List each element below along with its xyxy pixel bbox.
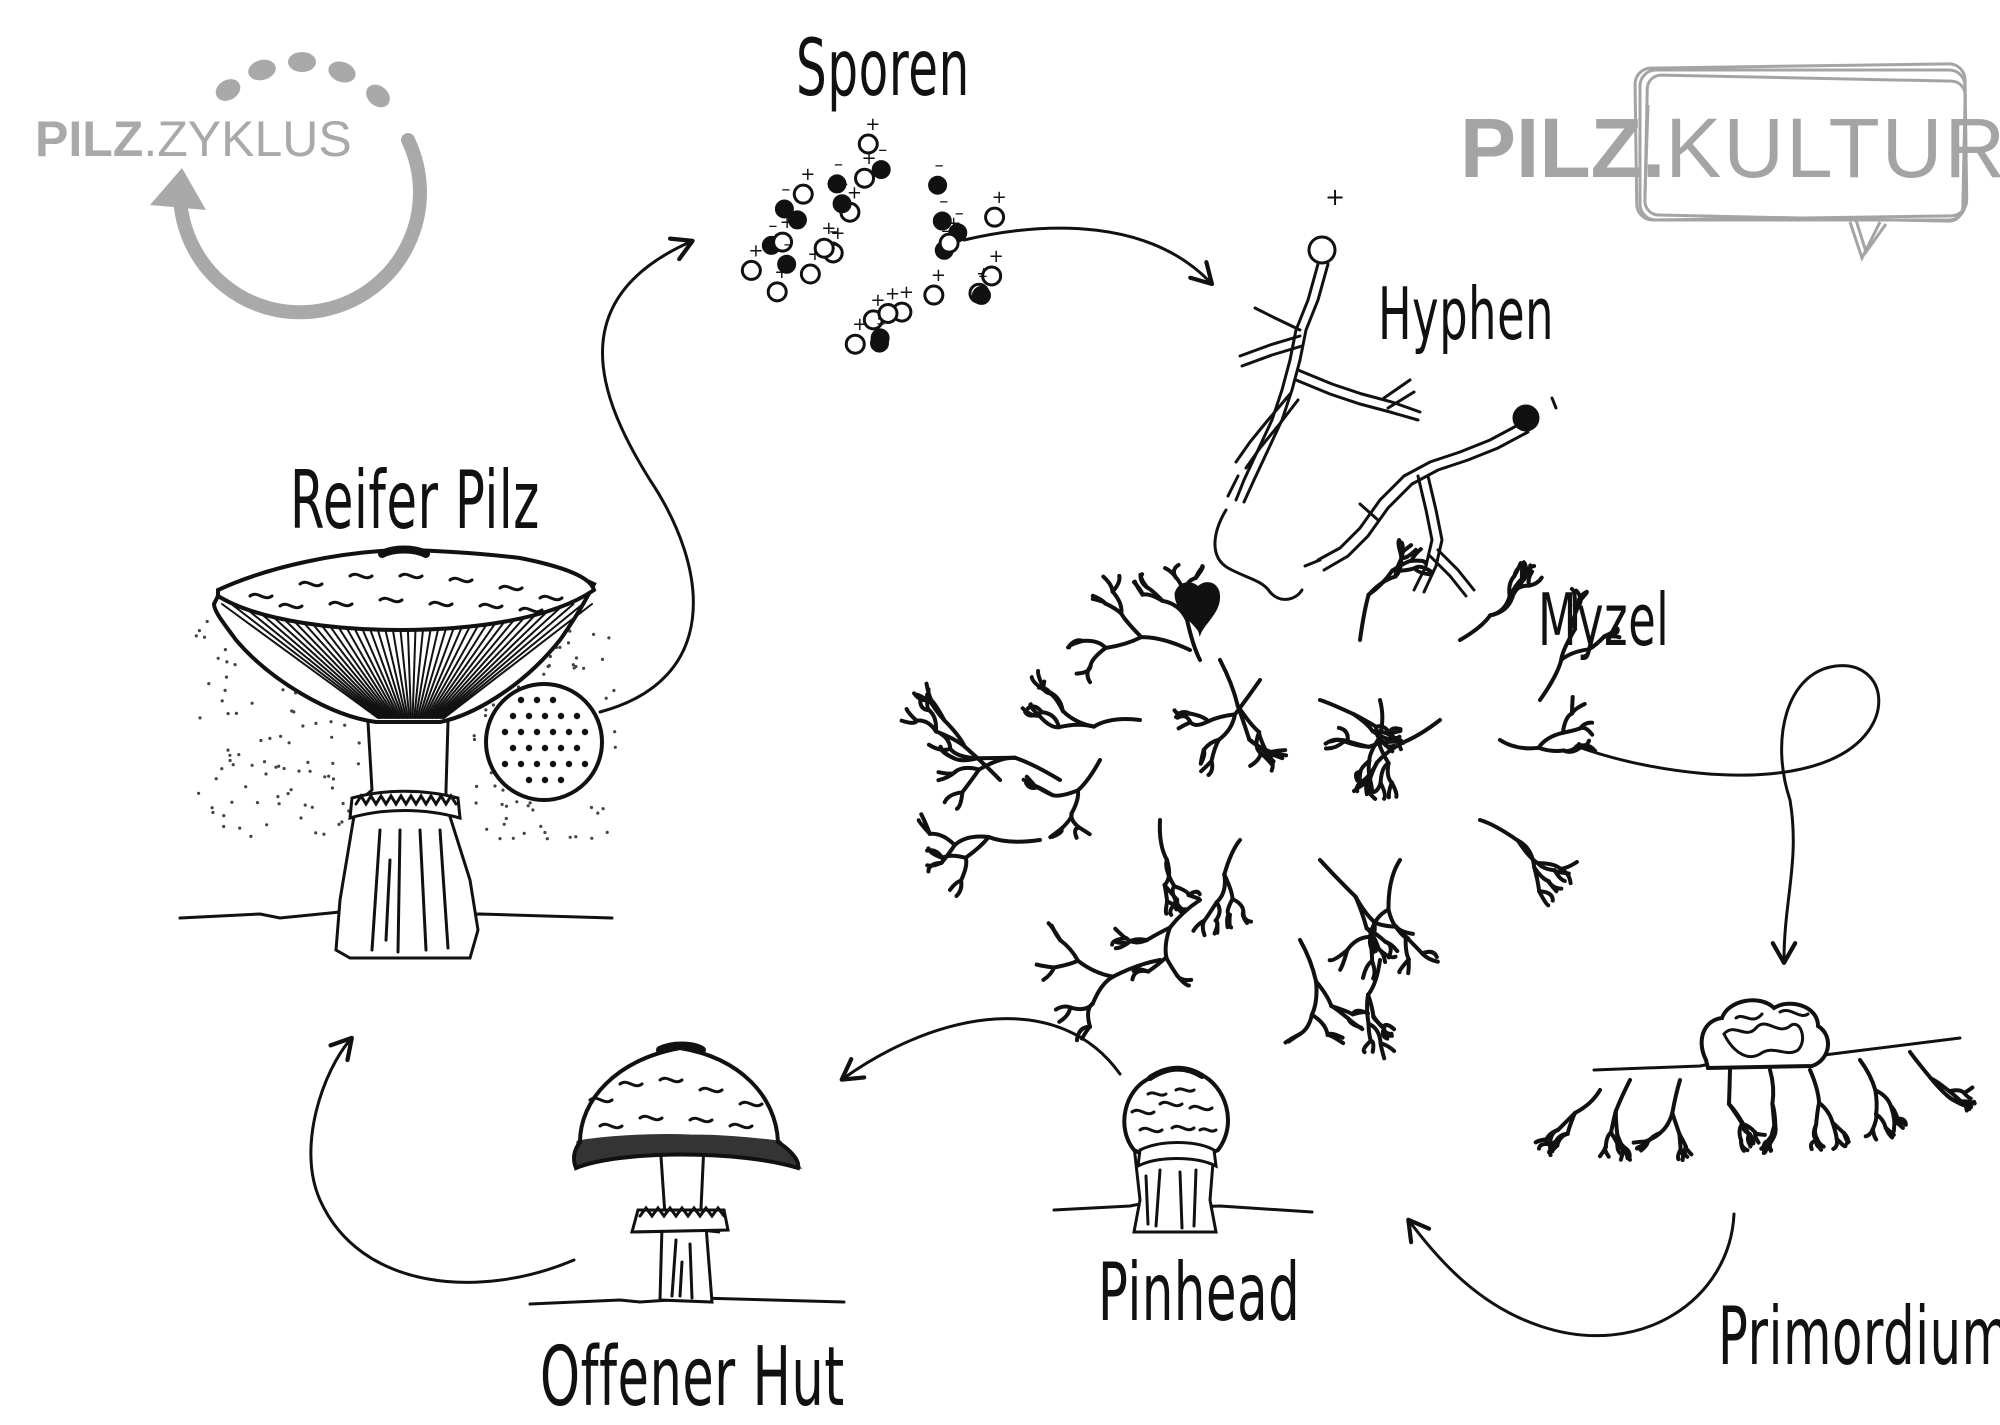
mycelium-network [899, 538, 1622, 1061]
svg-text:–: – [839, 174, 848, 195]
svg-text:–: – [781, 179, 790, 200]
svg-text:–: – [955, 203, 964, 224]
svg-text:–: – [876, 313, 885, 334]
primordium-roots [1533, 1050, 1977, 1163]
svg-text:+: + [800, 164, 815, 185]
hyphae-drawing: + [1174, 183, 1558, 637]
svg-text:–: – [935, 155, 944, 176]
svg-text:–: – [878, 140, 887, 161]
svg-text:–: – [829, 221, 838, 242]
svg-text:–: – [784, 234, 793, 255]
label-hyphen: Hyphen [1378, 272, 1555, 356]
svg-text:+: + [780, 212, 795, 233]
label-primordium: Primordium [1718, 1290, 2000, 1383]
svg-text:–: – [941, 220, 950, 241]
logo-left-thin: .ZYKLUS [143, 111, 352, 167]
mature-mushroom-drawing [178, 545, 617, 960]
pilz-kultur-logo: PILZ.KULTUR [1460, 100, 2000, 197]
svg-text:+: + [852, 314, 867, 335]
svg-text:+: + [821, 218, 836, 239]
label-offener-hut: Offener Hut [540, 1330, 845, 1425]
svg-text:+: + [885, 283, 900, 304]
primordium-drawing [1592, 998, 1962, 1072]
svg-text:+: + [992, 187, 1007, 208]
open-cap-mushroom-drawing [528, 1041, 846, 1306]
svg-text:+: + [931, 265, 946, 286]
svg-text:–: – [768, 215, 777, 236]
svg-text:–: – [939, 191, 948, 212]
logo-left-bold: PILZ [35, 111, 144, 167]
logo-right-bold: PILZ. [1460, 101, 1666, 195]
pilz-zyklus-logo: PILZ.ZYKLUS [35, 110, 352, 168]
svg-text:+: + [899, 282, 914, 303]
svg-text:–: – [978, 265, 987, 286]
label-sporen: Sporen [796, 24, 970, 114]
svg-text:+: + [847, 182, 862, 203]
svg-text:+: + [748, 240, 763, 261]
svg-text:+: + [862, 148, 877, 169]
svg-text:–: – [834, 154, 843, 175]
pinhead-drawing [1052, 1065, 1314, 1234]
spores-cluster: –++++––+++––––––+––+–+––+++–++++++ [740, 114, 1007, 355]
svg-text:+: + [865, 114, 880, 135]
cycle-arrows [309, 226, 1881, 1337]
label-myzel: Myzel [1538, 578, 1670, 662]
label-pinhead: Pinhead [1098, 1246, 1301, 1339]
svg-text:+: + [946, 213, 961, 234]
svg-text:+: + [1325, 183, 1345, 211]
label-reifer-pilz: Reifer Pilz [290, 454, 540, 547]
speech-bubble-icon [1633, 62, 1969, 262]
cycle-logo-icon [150, 52, 427, 320]
logo-right-thin: KULTUR [1665, 101, 2000, 195]
svg-text:+: + [830, 223, 845, 244]
svg-text:+: + [989, 246, 1004, 267]
